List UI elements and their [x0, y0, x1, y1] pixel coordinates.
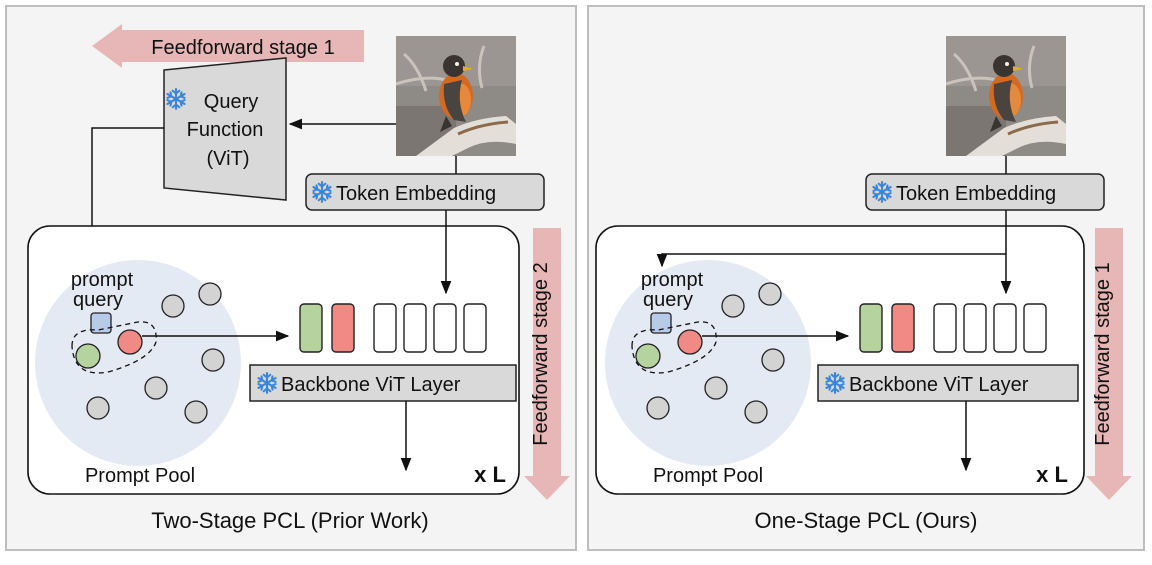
left-query-to-prompt-arrow [86, 127, 164, 260]
right-caption: One-Stage PCL (Ours) [755, 508, 978, 533]
left-token [403, 303, 427, 353]
left-stage2-arrow: Feedforward stage 2 [524, 228, 570, 500]
right-token-bars [859, 303, 1047, 353]
left-token-bars [299, 303, 487, 353]
right-pool-dot [744, 400, 768, 424]
left-query-line1: Query [204, 91, 258, 113]
right-pool-dot [646, 396, 670, 420]
left-query-square [90, 312, 112, 334]
right-token-embedding-label: Token Embedding [896, 183, 1056, 205]
right-prompt-label2: query [643, 289, 693, 311]
left-prompt-label2: query [73, 289, 123, 311]
right-backbone-layer: Backbone ViT Layer [817, 364, 1079, 402]
right-token [1023, 303, 1047, 353]
left-token [463, 303, 487, 353]
right-pool-dot [761, 348, 785, 372]
right-token-to-prompt-arrow [656, 253, 1006, 268]
right-pool-dot [704, 376, 728, 400]
right-token-embedding: Token Embedding [865, 173, 1105, 211]
bird-photo [946, 36, 1066, 156]
left-token-green [299, 303, 323, 353]
right-selected-red [677, 329, 703, 355]
left-query-line3: (ViT) [207, 148, 250, 170]
left-pool-label: Prompt Pool [85, 465, 195, 487]
right-stage1-label: Feedforward stage 1 [1092, 262, 1114, 445]
bird-photo [396, 36, 516, 156]
left-stage2-label: Feedforward stage 2 [530, 262, 552, 445]
right-pool-dot [721, 294, 745, 318]
left-repeat-label: x L [474, 462, 506, 487]
right-bird-photo [946, 36, 1066, 156]
right-token-green [859, 303, 883, 353]
left-selected-red [117, 329, 143, 355]
left-token-red [331, 303, 355, 353]
left-token [373, 303, 397, 353]
left-token [433, 303, 457, 353]
left-query-line2: Function [187, 119, 264, 141]
left-selected-green [75, 343, 101, 369]
right-repeat-label: x L [1036, 462, 1068, 487]
right-pool-dots [646, 282, 785, 424]
right-prompt-label1: prompt [641, 269, 704, 291]
left-backbone-label: Backbone ViT Layer [281, 374, 461, 396]
left-pool-dot [86, 396, 110, 420]
left-pool-dot [161, 294, 185, 318]
right-token [993, 303, 1017, 353]
right-backbone-label: Backbone ViT Layer [849, 374, 1029, 396]
left-selection-outline [71, 321, 157, 374]
right-pool-dot [758, 282, 782, 306]
right-token [933, 303, 957, 353]
left-pool-dot [198, 282, 222, 306]
left-pool-dot [201, 348, 225, 372]
right-selected-green [635, 343, 661, 369]
left-query-function: Query Function (ViT) [163, 57, 287, 201]
left-caption: Two-Stage PCL (Prior Work) [151, 508, 429, 533]
left-stage1-label: Feedforward stage 1 [151, 37, 334, 59]
left-bird-photo [396, 36, 516, 156]
left-pool-dots [86, 282, 225, 424]
left-token-embedding: Token Embedding [305, 173, 545, 211]
right-token [963, 303, 987, 353]
right-selection-outline [631, 321, 717, 374]
right-pool-label: Prompt Pool [653, 465, 763, 487]
left-stage1-arrow: Feedforward stage 1 [92, 24, 364, 68]
left-token-embedding-label: Token Embedding [336, 183, 496, 205]
left-prompt-label1: prompt [71, 269, 134, 291]
left-backbone-layer: Backbone ViT Layer [249, 364, 517, 402]
left-pool-dot [144, 376, 168, 400]
right-query-square [650, 312, 672, 334]
right-token-red [891, 303, 915, 353]
right-stage1-arrow: Feedforward stage 1 [1086, 228, 1132, 500]
left-pool-dot [184, 400, 208, 424]
